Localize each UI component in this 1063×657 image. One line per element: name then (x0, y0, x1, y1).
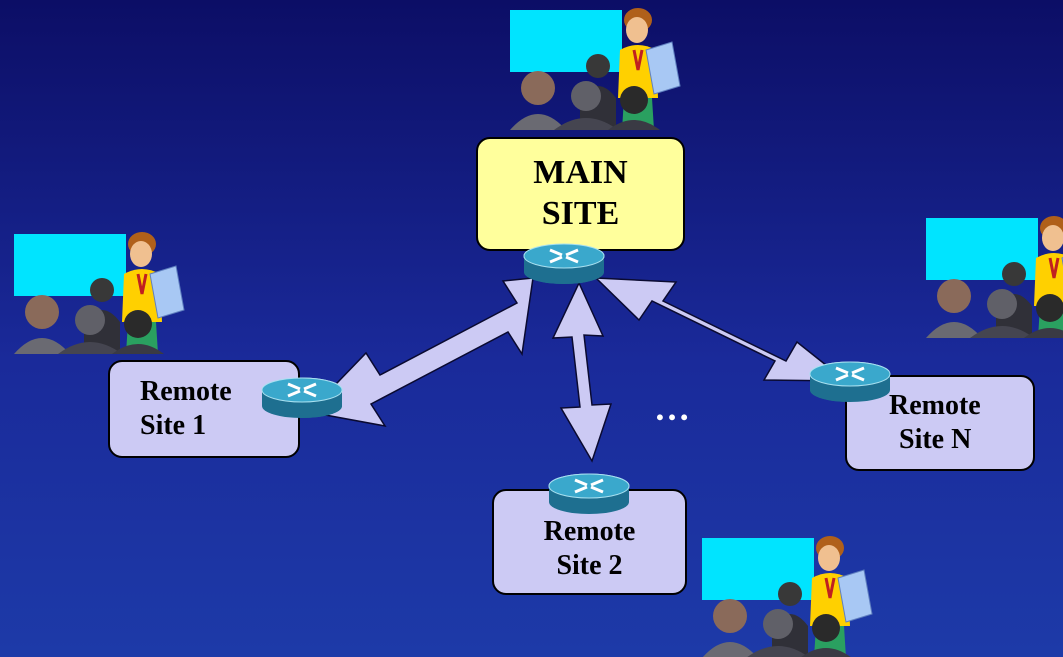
remote-site-n-label-line2: Site N (899, 424, 972, 455)
remote-site-2-box: Remote Site 2 (492, 489, 687, 595)
bidirectional-arrow-icon (551, 281, 613, 463)
remote-site-1-box: Remote Site 1 (108, 360, 300, 458)
remote-site-2-label-line2: Site 2 (556, 550, 623, 581)
remote-site-1-label-line1: Remote (140, 376, 232, 408)
remote-site-n-box: Remote Site N (845, 375, 1035, 471)
presenter-group-siten (924, 214, 1063, 340)
bidirectional-arrow-icon (594, 277, 849, 382)
remote-site-n-label-line1: Remote (889, 390, 981, 422)
presenter-group-site1 (12, 230, 186, 356)
remote-site-2-label-line1: Remote (543, 516, 636, 548)
presenter-group-main (508, 6, 682, 132)
main-site-label-line1: MAIN (533, 154, 628, 192)
bidirectional-arrow-icon (307, 277, 534, 428)
main-site-box: MAIN SITE (476, 137, 685, 251)
remote-site-1-label-line2: Site 1 (140, 410, 207, 441)
presenter-group-site2 (700, 534, 874, 657)
more-sites-ellipsis: … (654, 388, 691, 428)
main-site-label-line2: SITE (541, 195, 620, 232)
